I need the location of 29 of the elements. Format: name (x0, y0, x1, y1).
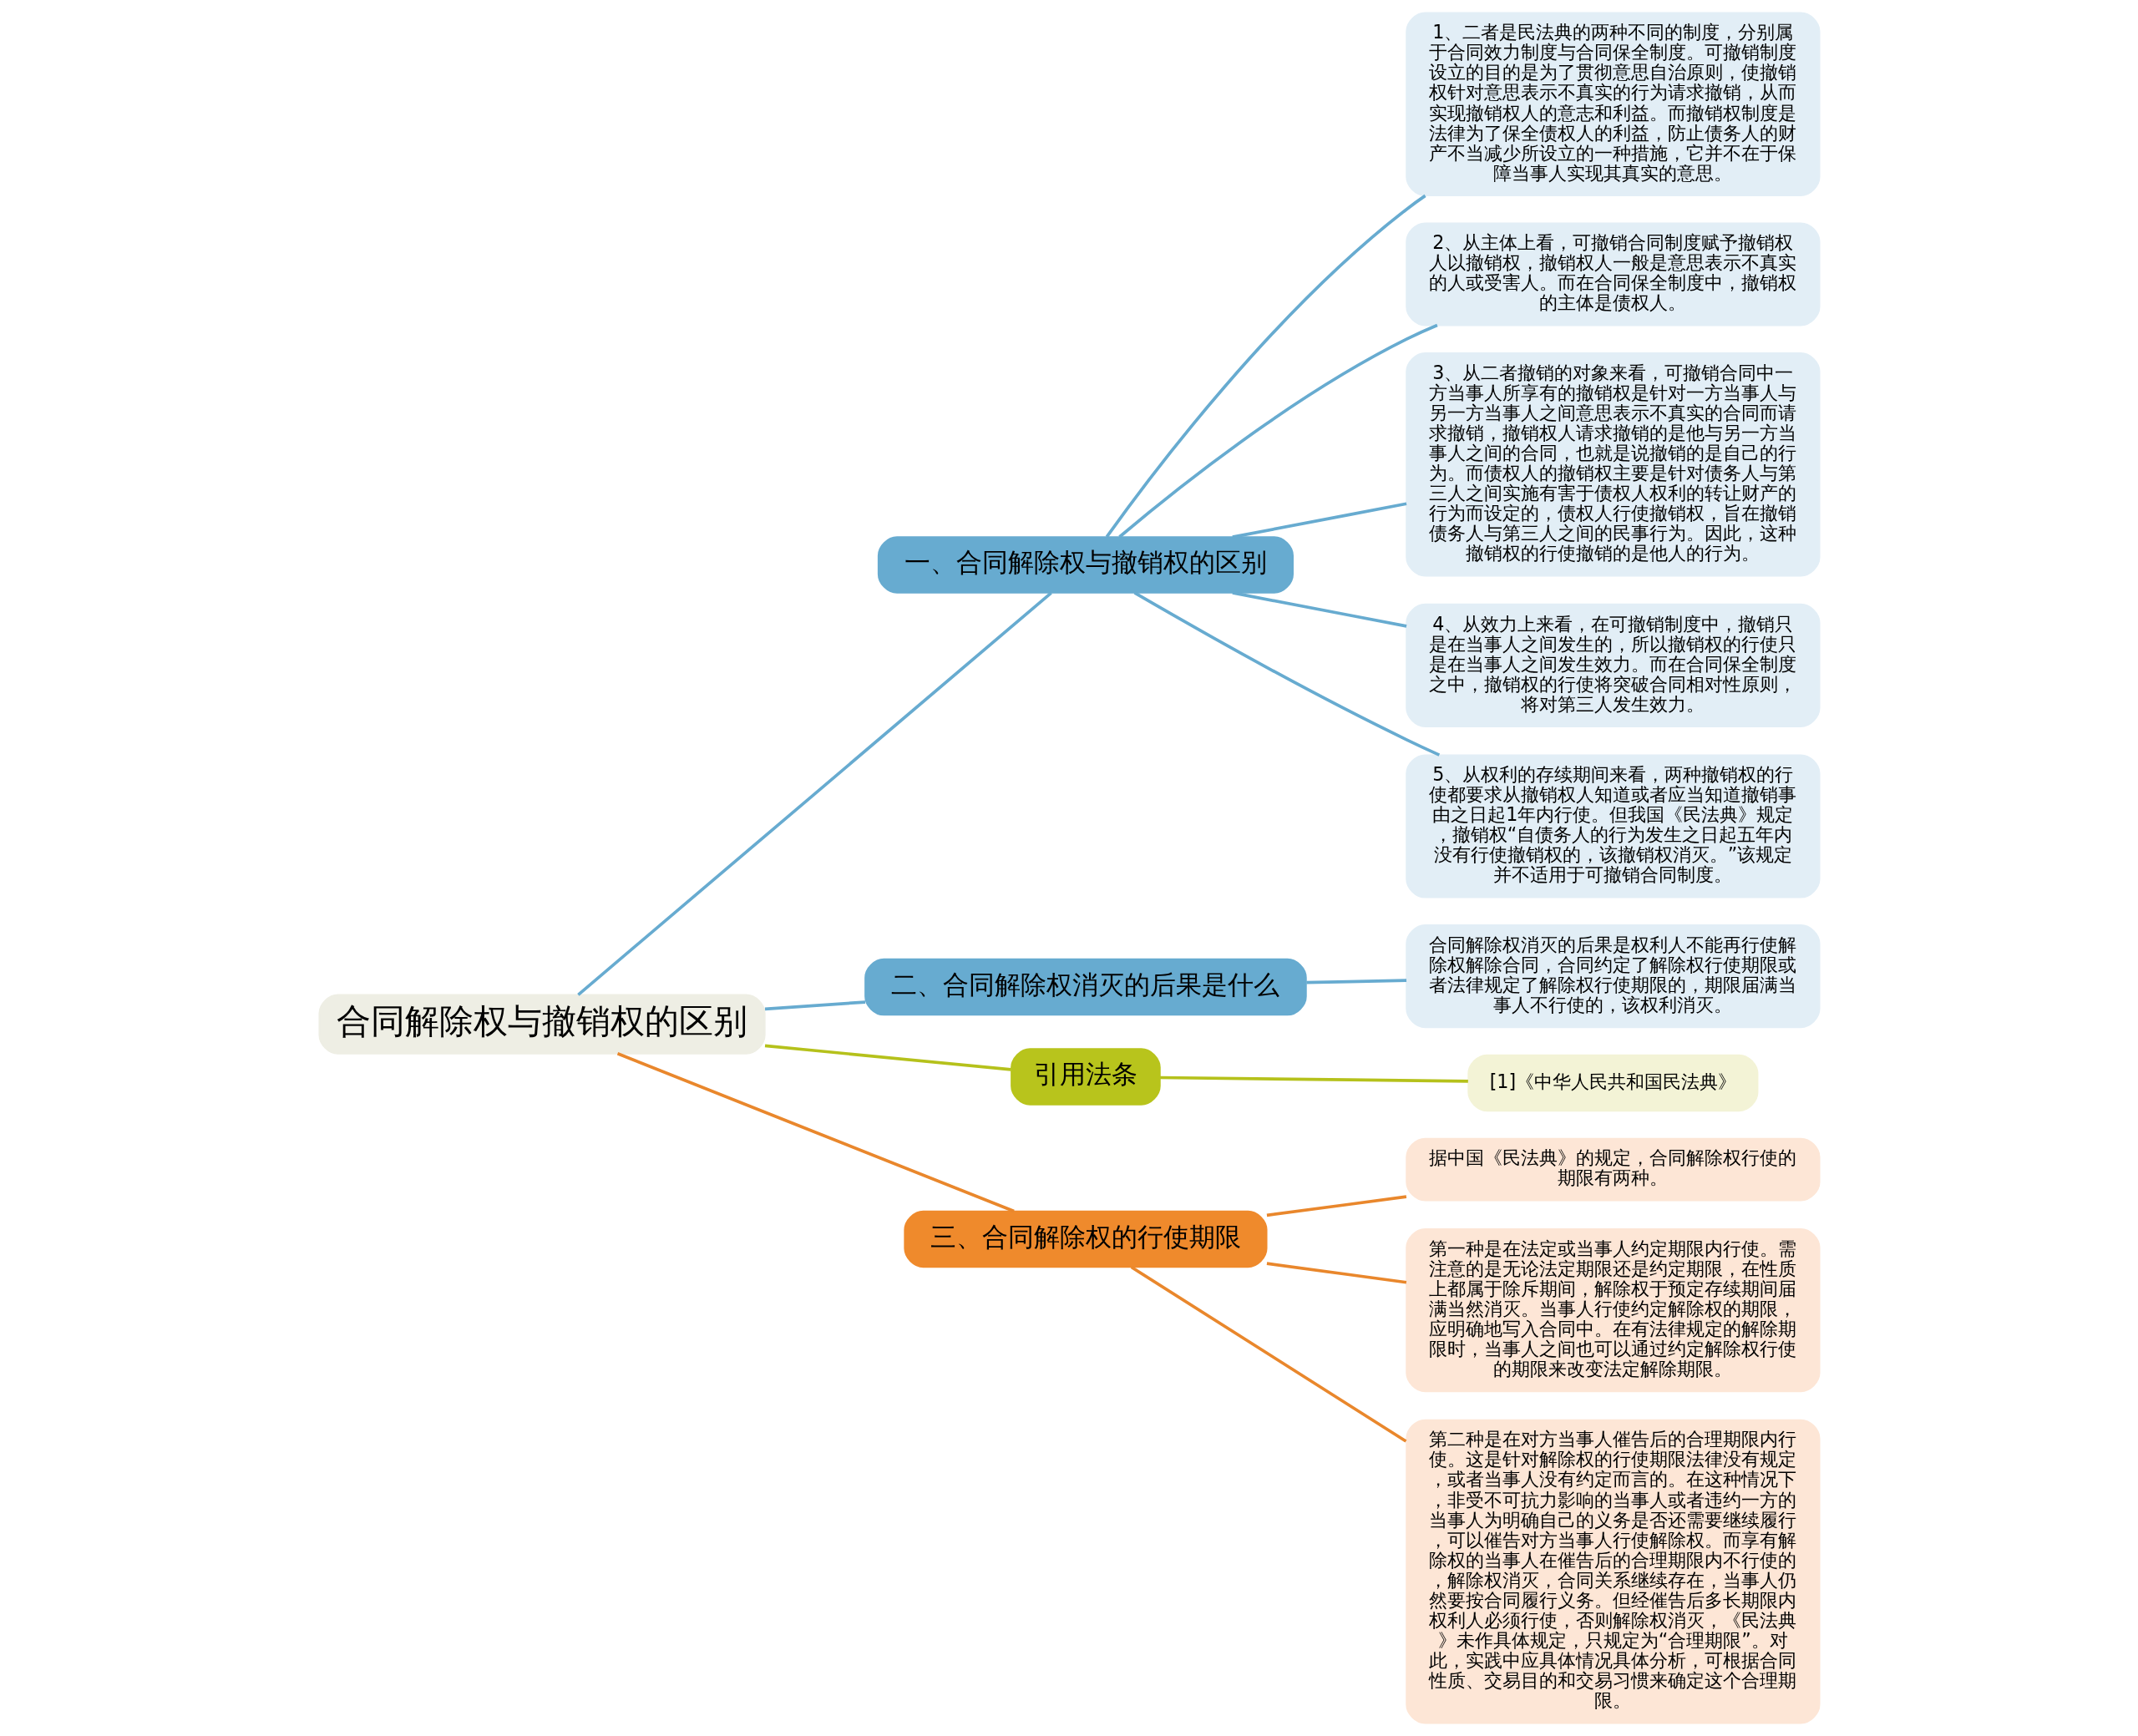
node-box: 引用法条 (1010, 1048, 1161, 1106)
node-box: 合同解除权消灭的后果是权利人不能再行使解除权解除合同，合同约定了解除权行使期限或者法律规定了解除权行使期限的，期限届满当事人不行使的，该权利消灭。 (1405, 924, 1820, 1029)
connector (1231, 502, 1406, 539)
connector (1305, 979, 1406, 984)
node-box: 3、从二者撤销的对象来看，可撤销合同中一方当事人所享有的撤销权是针对一方当事人与另一方当事人之间意思表示不真实的合同而请求撤销，撤销权人请求撤销的是他与另一方当事人之间的合同，也就是说撤销的是自己的行为。而债权人的撤销权主要是针对债务人与第三人之间实施有害于债权人权利的转让财产的行为而设定的，债权人行使撤销权，旨在撤销债务人与第三人之间的民事行为。因此，这种撤销权的行使撤销的是他人的行为。 (1405, 352, 1820, 577)
node-box: [1]《中华人民共和国民法典》 (1467, 1054, 1758, 1112)
node-box: 第二种是在对方当事人催告后的合理期限内行使。这是针对解除权的行使期限法律没有规定，或者当事人没有约定而言的。在这种情况下，非受不可抗力影响的当事人或者违约一方的当事人为明确自己的义务是否还需要继续履行，可以催告对方当事人行使解除权。而享有解除权的当事人在催告后的合理期限内不行使的，解除权消灭，合同关系继续存在，当事人仍然要按合同履行义务。但经催告后多长期限内权利人必须行使，否则解除权消灭，《民法典》未作具体规定，只规定为“合理期限”。对此，实践中应具体情况具体分析，可根据合同性质、交易目的和交易习惯来确定这个合理期限。 (1405, 1419, 1820, 1724)
connector (1133, 591, 1440, 757)
node-box: 1、二者是民法典的两种不同的制度，分别属于合同效力制度与合同保全制度。可撤销制度设立的目的是为了贯彻意思自治原则，使撤销权针对意思表示不真实的行为请求撤销，从而实现撤销权人的意志和利益。而撤销权制度是法律为了保全债权人的利益，防止债务人的财产不当减少所设立的一种措施，它并不在于保障当事人实现其真实的意思。 (1405, 12, 1820, 196)
node-box: 2、从主体上看，可撤销合同制度赋予撤销权人以撤销权，撤销权人一般是意思表示不真实的人或受害人。而在合同保全制度中，撤销权的主体是债权人。 (1405, 222, 1820, 326)
node-box: 合同解除权与撤销权的区别 (318, 994, 766, 1055)
connector (616, 1052, 1015, 1213)
node-box: 第一种是在法定或当事人约定期限内行使。需注意的是无论法定期限还是约定期限，在性质上都属于除斥期间，解除权于预定存续期间届满当然消灭。当事人行使约定解除权的期限，应明确地写入合同中。在有法律规定的解除期限时，当事人之间也可以通过约定解除权行使的期限来改变法定解除期限。 (1405, 1227, 1820, 1393)
node-box: 二、合同解除权消灭的后果是什么 (864, 958, 1307, 1016)
connector (1231, 591, 1406, 628)
connector (764, 1000, 865, 1011)
node-box: 5、从权利的存续期间来看，两种撤销权的行使都要求从撤销权人知道或者应当知道撤销事由之日起1年内行使。但我国《民法典》规定，撤销权“自债务人的行为发生之日起五年内没有行使撤销权的，该撤销权消灭。”该规定并不适用于可撤销合同制度。 (1405, 754, 1820, 898)
connector (1117, 323, 1438, 539)
connector (576, 591, 1052, 996)
node-box: 据中国《民法典》的规定，合同解除权行使的期限有两种。 (1405, 1137, 1820, 1202)
node-box: 一、合同解除权与撤销权的区别 (877, 536, 1294, 594)
connector (1266, 1195, 1406, 1217)
node-box: 三、合同解除权的行使期限 (903, 1210, 1268, 1268)
node-box: 4、从效力上来看，在可撤销制度中，撤销只是在当事人之间发生的，所以撤销权的行使只是在当事人之间发生效力。而在合同保全制度之中，撤销权的行使将突破合同相对性原则，将对第三人发生效力。 (1405, 603, 1820, 727)
connector (1159, 1076, 1468, 1083)
connector (1266, 1262, 1406, 1284)
connector (764, 1044, 1011, 1071)
connector (1130, 1265, 1406, 1443)
connector (1105, 194, 1426, 538)
